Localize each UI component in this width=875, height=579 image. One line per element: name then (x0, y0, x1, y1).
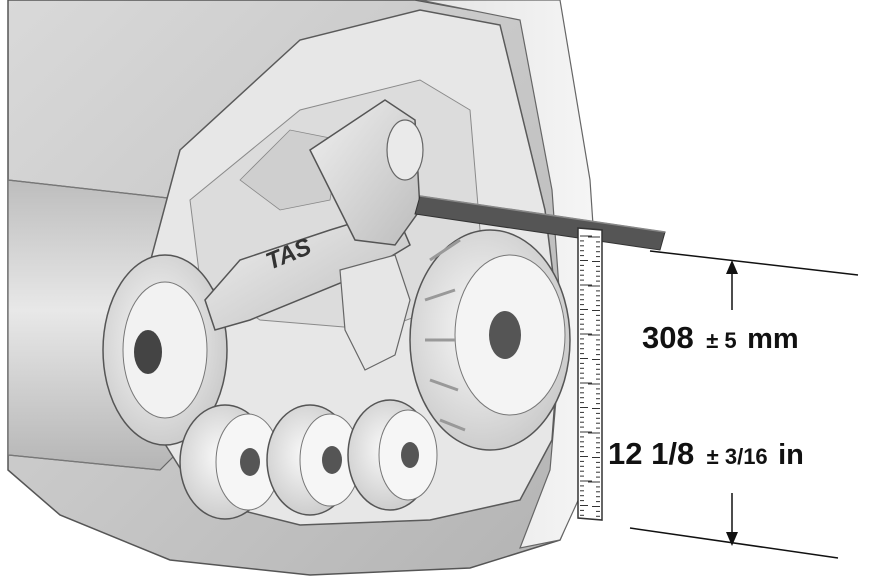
dimension-metric-label: 308 ± 5 mm (642, 320, 799, 356)
robotic-arm: TAS (204, 99, 424, 371)
dimension-imperial-unit: in (778, 439, 804, 471)
dimension-lines (629, 250, 859, 559)
left-drive-wheel (102, 254, 228, 446)
dimension-imperial-tolerance: ± 3/16 (706, 444, 768, 469)
measuring-ruler (577, 227, 603, 521)
dimension-arrowheads (726, 260, 738, 546)
roller-wheel-left (179, 404, 281, 520)
dimension-imperial-value: 12 1/8 (608, 436, 695, 471)
dimension-metric-tolerance: ± 5 (706, 328, 737, 353)
dimension-metric-unit: mm (747, 323, 799, 355)
right-drive-wheel (409, 229, 571, 451)
roller-wheel-right (347, 399, 438, 511)
dimension-imperial-label: 12 1/8 ± 3/16 in (608, 436, 804, 472)
dimension-metric-value: 308 (642, 320, 694, 355)
roller-wheel-middle (266, 404, 361, 516)
